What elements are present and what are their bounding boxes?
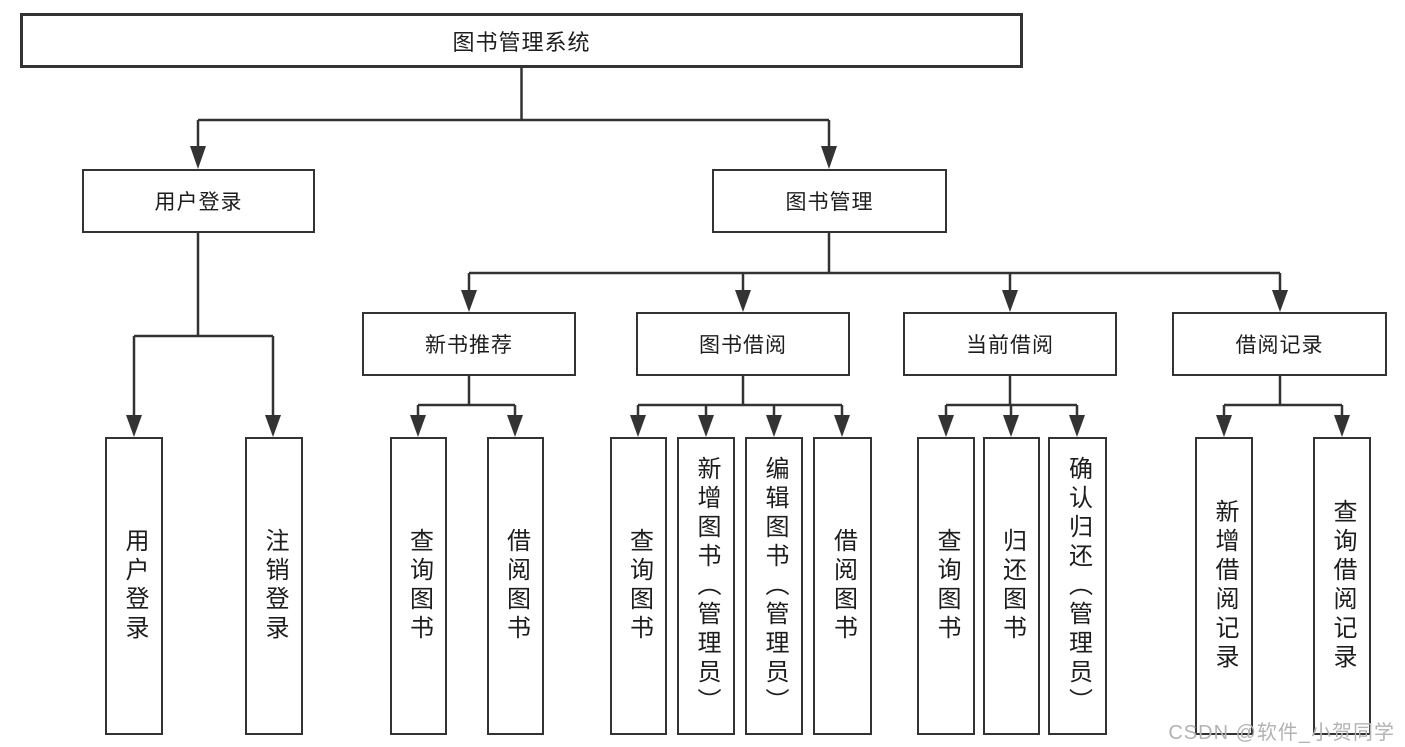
node-add-borrowing-record: 新增借阅记录 (1195, 437, 1253, 735)
node-return-books: 归还图书 (983, 437, 1040, 735)
node-add-book-admin: 新增图书（管理员） (677, 437, 735, 735)
node-confirm-return-admin: 确认归还（管理员） (1048, 437, 1107, 735)
node-add-borrowing-record-label: 新增借阅记录 (1211, 499, 1238, 673)
node-edit-book-admin: 编辑图书（管理员） (745, 437, 803, 735)
node-borrow-books-recommend: 借阅图书 (487, 437, 544, 735)
node-query-books-current-label: 查询图书 (933, 528, 960, 644)
node-edit-book-admin-label: 编辑图书（管理员） (761, 455, 788, 717)
node-query-books-borrowing: 查询图书 (610, 437, 667, 735)
node-library-management-system: 图书管理系统 (20, 13, 1023, 68)
node-book-management: 图书管理 (712, 169, 947, 233)
node-return-books-label: 归还图书 (998, 528, 1026, 644)
node-query-borrowing-record: 查询借阅记录 (1313, 437, 1371, 735)
node-query-books-current: 查询图书 (917, 437, 975, 735)
node-borrow-books-recommend-label: 借阅图书 (502, 528, 530, 644)
node-user-login-group: 用户登录 (82, 169, 315, 233)
node-logout-login-label: 注销登录 (261, 528, 288, 644)
node-new-book-recommendation: 新书推荐 (362, 312, 576, 376)
node-query-books-recommend-label: 查询图书 (405, 528, 433, 644)
node-user-login-label: 用户登录 (121, 528, 148, 644)
node-query-books-recommend: 查询图书 (390, 437, 447, 735)
node-borrow-books: 借阅图书 (813, 437, 872, 735)
arrowheads (126, 146, 1350, 437)
node-book-borrowing: 图书借阅 (636, 312, 850, 376)
node-user-login: 用户登录 (105, 437, 163, 735)
node-current-borrowing: 当前借阅 (903, 312, 1117, 376)
node-logout-login: 注销登录 (245, 437, 303, 735)
node-borrowing-records: 借阅记录 (1172, 312, 1387, 376)
node-borrow-books-label: 借阅图书 (829, 528, 857, 644)
node-query-borrowing-record-label: 查询借阅记录 (1329, 499, 1356, 673)
node-confirm-return-admin-label: 确认归还（管理员） (1064, 455, 1092, 717)
node-query-books-borrowing-label: 查询图书 (625, 528, 653, 644)
node-add-book-admin-label: 新增图书（管理员） (693, 455, 720, 717)
csdn-watermark: CSDN @软件_小贺同学 (1168, 722, 1395, 744)
